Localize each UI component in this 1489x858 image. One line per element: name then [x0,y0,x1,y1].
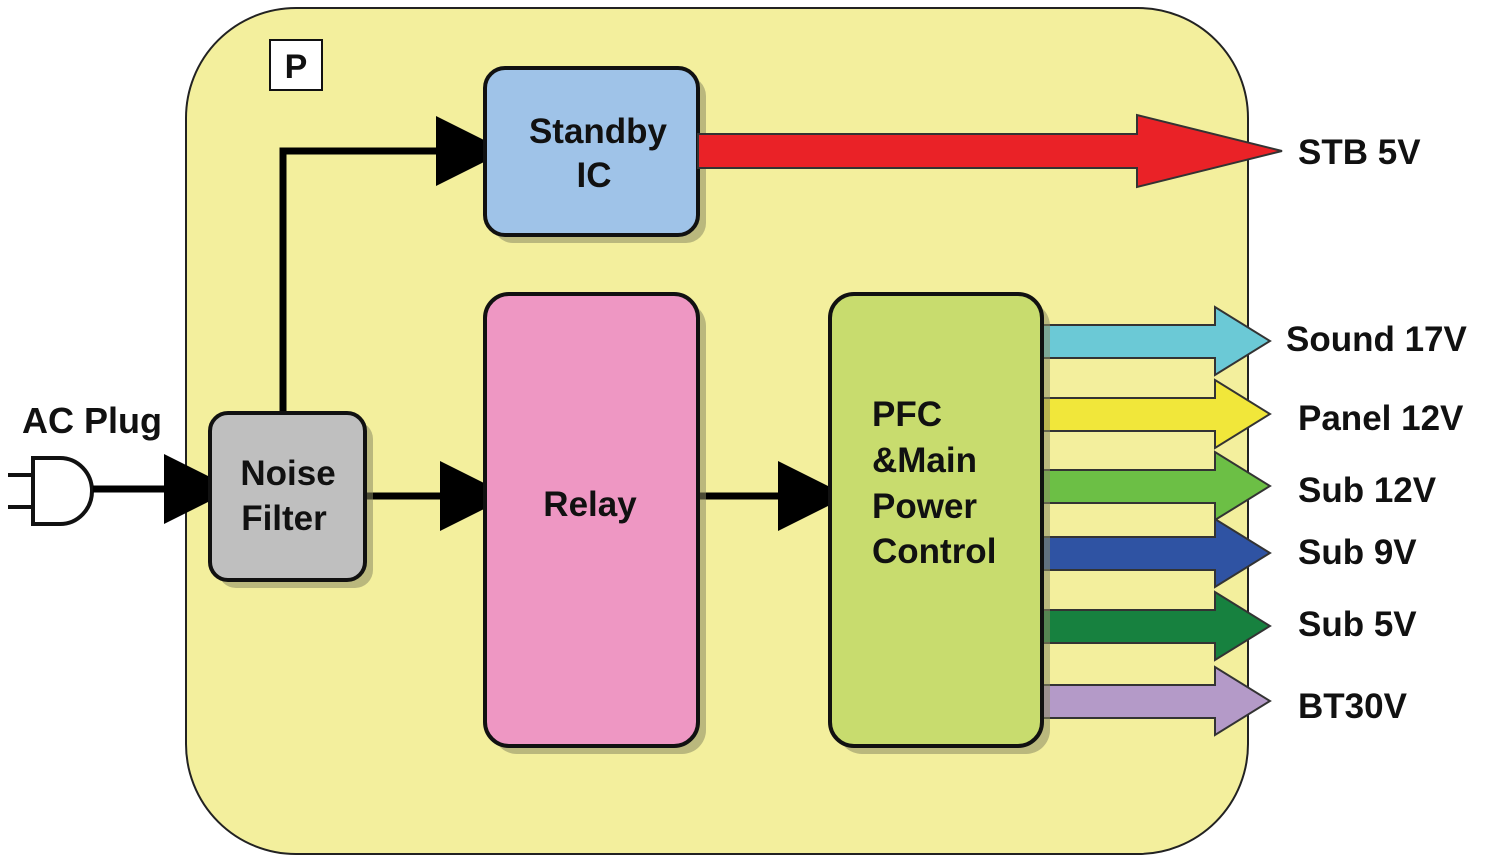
sub-9v-output-arrow [1029,517,1272,589]
noise-filter-block [208,411,367,582]
stb-5v-output-arrow [697,113,1283,189]
pfc-main-power-control-block [828,292,1044,748]
sub-5v-output-arrow [1029,590,1272,662]
ac-plug-icon [8,456,94,526]
bt30v-label: BT30V [1298,687,1408,726]
filter-to-standby-connector [279,116,506,413]
pfc-label-line-2: &Main [872,441,977,480]
panel-12v-output-arrow [1029,378,1272,450]
standby-ic-label-line-2: IC [577,156,612,195]
ac-plug-label: AC Plug [22,400,162,441]
bt30v-output-arrow [1029,665,1272,737]
pfc-label-line-4: Control [872,532,996,571]
sub-12v-label: Sub 12V [1298,471,1437,510]
panel-12v-label: Panel 12V [1298,399,1464,438]
noise-filter-label-line-2: Filter [241,499,327,538]
sub-5v-label: Sub 5V [1298,605,1417,644]
sound-17v-label: Sound 17V [1286,320,1468,359]
sub-9v-label: Sub 9V [1298,533,1417,572]
stb-5v-label: STB 5V [1298,133,1421,172]
board-label-box [269,39,323,91]
relay-block [483,292,700,748]
standby-ic-block [483,66,700,237]
noise-filter-label-line-1: Noise [240,454,335,493]
pfc-label-line-3: Power [872,487,977,526]
pfc-label-line-1: PFC [872,395,942,434]
sub-12v-output-arrow [1029,450,1272,522]
board-label: P [285,48,308,86]
sound-17v-output-arrow [1029,305,1272,377]
standby-ic-label-line-1: Standby [529,112,668,151]
relay-label: Relay [543,485,637,524]
